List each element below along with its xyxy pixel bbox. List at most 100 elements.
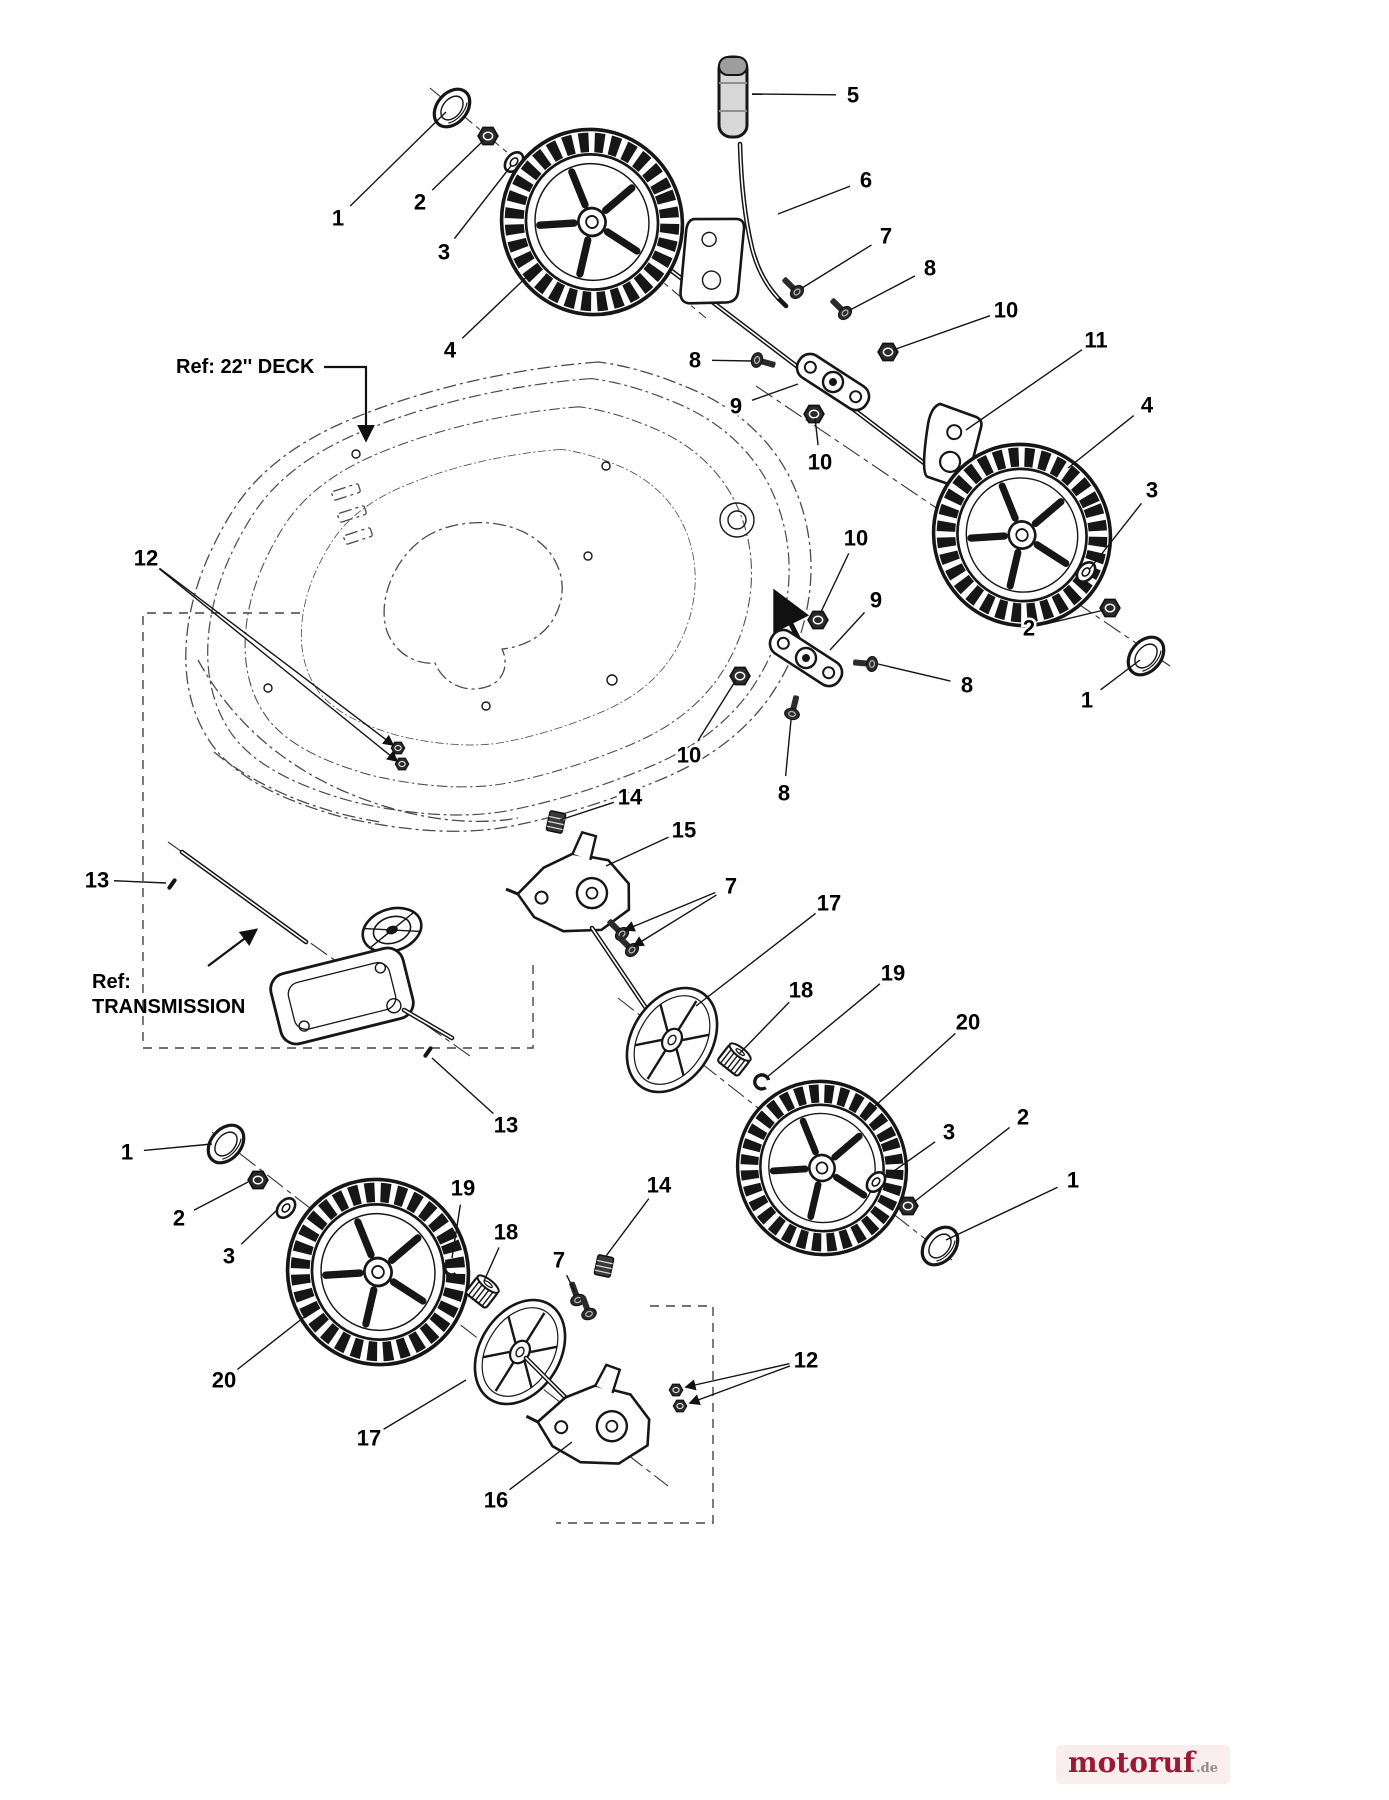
leader-line-2 xyxy=(431,139,485,191)
callout-3: 3 xyxy=(438,240,450,265)
height-adjuster-15 xyxy=(501,825,636,938)
shift-lever-6 xyxy=(737,141,789,309)
leader-line-4 xyxy=(1067,415,1135,469)
ref-transmission-label: Ref: TRANSMISSION xyxy=(92,970,245,1020)
leader-line-4 xyxy=(461,267,537,339)
callout-10: 10 xyxy=(994,298,1018,323)
callout-12: 12 xyxy=(794,1348,818,1373)
leader-line-1 xyxy=(143,1143,213,1152)
callout-4: 4 xyxy=(444,338,457,363)
callout-14: 14 xyxy=(647,1173,672,1198)
leader-line-3 xyxy=(883,1141,936,1179)
leader-line-13 xyxy=(431,1057,494,1115)
reference-boundary-boxes xyxy=(142,612,714,1524)
cable-nut-12 xyxy=(672,1399,688,1413)
callout-8: 8 xyxy=(689,348,701,373)
callout-10: 10 xyxy=(808,450,832,475)
leader-line-20 xyxy=(863,1032,956,1117)
leader-line-15 xyxy=(605,836,669,867)
callout-10: 10 xyxy=(677,743,701,768)
leader-line-2 xyxy=(913,1126,1011,1203)
leader-line-14 xyxy=(559,801,615,821)
washer-3 xyxy=(271,1193,301,1223)
callout-2: 2 xyxy=(1023,616,1035,641)
callout-1: 1 xyxy=(332,206,344,231)
drive-disc-17 xyxy=(607,970,737,1110)
watermark-brand: motoruf xyxy=(1068,1746,1196,1779)
callout-14: 14 xyxy=(618,785,643,810)
callout-3: 3 xyxy=(943,1120,955,1145)
leader-line-12 xyxy=(158,568,399,763)
callout-7: 7 xyxy=(880,224,892,249)
transmission-pulley xyxy=(361,906,423,954)
callout-8: 8 xyxy=(924,256,936,281)
handle-grip-5 xyxy=(717,55,749,139)
callout-18: 18 xyxy=(789,978,813,1003)
wheel-4 xyxy=(474,102,711,342)
leader-line-9 xyxy=(829,612,866,651)
deck-cable-nut xyxy=(394,757,410,771)
pinion-gear-18 xyxy=(463,1271,503,1310)
callout-3: 3 xyxy=(1146,478,1158,503)
leader-line-2 xyxy=(193,1181,249,1211)
shaft-key-13 xyxy=(166,877,178,891)
leader-line-13 xyxy=(113,880,167,884)
hubcap-1 xyxy=(425,80,479,136)
bolt-8 xyxy=(749,350,778,374)
leader-line-3 xyxy=(1088,502,1143,571)
nut-10 xyxy=(877,342,899,362)
callout-1: 1 xyxy=(1081,688,1093,713)
e-clip-19 xyxy=(751,1071,772,1093)
callout-1: 1 xyxy=(121,1140,133,1165)
spacer-pad-14 xyxy=(545,809,567,835)
leader-line-7 xyxy=(623,891,716,932)
leader-line-9 xyxy=(751,383,799,401)
callout-12: 12 xyxy=(134,546,158,571)
deck-pointer-arrow xyxy=(773,588,810,644)
callout-17: 17 xyxy=(357,1426,381,1451)
transmission-housing xyxy=(269,946,415,1046)
leader-line-17 xyxy=(383,1379,467,1430)
spacer-pad-14 xyxy=(593,1253,615,1279)
mower-deck xyxy=(185,361,812,832)
leader-line-20 xyxy=(236,1313,309,1371)
callout-20: 20 xyxy=(956,1010,980,1035)
callout-9: 9 xyxy=(870,588,882,613)
callout-5: 5 xyxy=(847,83,859,108)
leader-line-1 xyxy=(349,111,447,207)
deck-vent-slots xyxy=(331,483,373,545)
leader-line-3 xyxy=(240,1209,278,1245)
transmission-assembly xyxy=(166,849,455,1059)
hubcap-1 xyxy=(913,1218,967,1274)
callout-2: 2 xyxy=(173,1206,185,1231)
callout-4: 4 xyxy=(1141,393,1154,418)
pinion-gear-18 xyxy=(715,1039,755,1078)
callout-19: 19 xyxy=(881,961,905,986)
callout-8: 8 xyxy=(961,673,973,698)
locknut-2 xyxy=(897,1196,919,1216)
callout-10: 10 xyxy=(844,526,868,551)
leader-line-10 xyxy=(892,315,991,351)
ref-transmission-line1: Ref: xyxy=(92,971,131,993)
leader-line-8 xyxy=(849,275,916,311)
pivot-bracket-9 xyxy=(791,348,875,416)
callout-18: 18 xyxy=(494,1220,518,1245)
callout-7: 7 xyxy=(725,874,737,899)
deck-center-opening xyxy=(383,521,563,690)
watermark-tld: .de xyxy=(1196,1761,1218,1776)
leader-line-11 xyxy=(965,349,1083,431)
leader-line-17 xyxy=(695,912,816,1007)
reference-arrows xyxy=(207,365,375,967)
ref-transmission-line2: TRANSMISSION xyxy=(92,996,246,1018)
leader-line-12 xyxy=(684,1363,790,1391)
leader-line-18 xyxy=(483,1247,500,1282)
leader-line-1 xyxy=(945,1186,1058,1241)
ref-deck-text: Ref: 22'' DECK xyxy=(176,356,315,378)
rear-right-drive-group xyxy=(501,809,967,1281)
right-pivot-bracket-cluster xyxy=(729,610,879,722)
deck-cable-nut xyxy=(390,741,406,755)
leader-line-7 xyxy=(632,894,717,947)
leader-line-16 xyxy=(509,1441,573,1491)
